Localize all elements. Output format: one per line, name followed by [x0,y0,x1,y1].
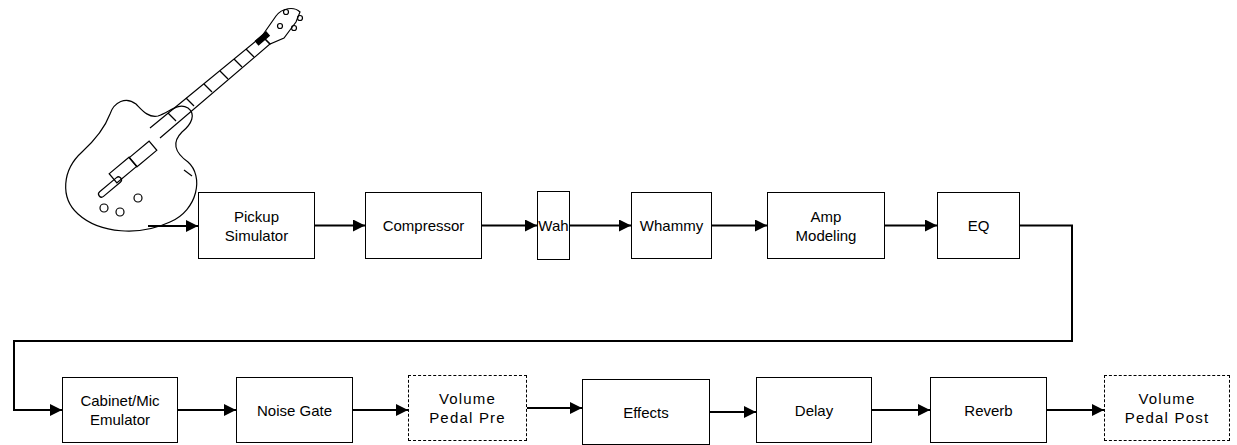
box-text-group: Reverb [964,401,1012,420]
box-label: Amp Modeling [782,207,870,245]
signal-arrow [178,409,236,411]
box-label: EQ [968,216,990,235]
pickup-switch [184,170,192,176]
signal-arrow [885,225,937,227]
process-box: Reverb [930,377,1047,443]
box-label: Cabinet/Mic Emulator [77,391,163,429]
neck-pickup [129,141,157,167]
fret [186,98,194,106]
signal-arrow [872,409,930,411]
box-text-group: Noise Gate [257,401,332,420]
process-box: Pickup Simulator [198,192,315,259]
box-label: Reverb [964,401,1012,420]
box-label: Delay [795,401,833,420]
fret [220,71,228,79]
signal-arrow [14,226,1072,411]
optional-box: Volume Pedal Post [1104,375,1230,441]
optional-box: Volume Pedal Pre [408,375,527,441]
guitar-bridge [97,176,122,199]
process-box: Wah [537,191,570,260]
box-text-group: Effects [623,403,669,422]
control-knob [116,208,124,216]
process-box: Compressor [365,192,482,259]
box-label: Noise Gate [257,401,332,420]
signal-arrow [315,225,365,227]
box-text-group: Pickup Simulator [213,207,300,245]
box-label: Pickup Simulator [213,207,300,245]
guitar-body [66,100,197,231]
signal-arrow [353,409,408,411]
bridge-pickup [109,157,137,183]
guitar-cable [148,225,198,227]
fret [246,49,254,57]
box-text-group: EQ [968,216,990,235]
box-text-group: Compressor [383,216,465,235]
box-label: Volume Pedal Post [1117,389,1217,427]
signal-arrow [527,407,582,409]
box-text-group: Volume Pedal Pre [421,389,514,427]
process-box: Whammy [631,192,712,259]
box-text-group: Volume Pedal Post [1117,389,1217,427]
control-knob [134,194,142,202]
signal-arrow [482,225,537,227]
fret [234,59,242,67]
fret [204,84,212,92]
box-text-group: Cabinet/Mic Emulator [77,391,163,429]
tuner [284,10,289,15]
signal-arrow [710,411,756,413]
tuner [298,16,303,21]
box-label: Effects [623,403,669,422]
signal-arrow [1047,409,1104,411]
process-box: Effects [582,379,710,445]
process-box: Delay [756,377,872,443]
guitar-neck [150,36,270,138]
box-text-group: Delay [795,401,833,420]
box-label: Volume Pedal Pre [421,389,514,427]
box-text-group: Amp Modeling [782,207,870,245]
box-label: Wah [538,216,568,235]
box-label: Compressor [383,216,465,235]
box-text-group: Wah [538,216,568,235]
process-box: Noise Gate [236,377,353,443]
tuner [292,26,297,31]
guitar-headstock [262,9,300,44]
process-box: Amp Modeling [767,192,885,259]
box-label: Whammy [640,216,703,235]
control-knob [100,204,108,212]
box-text-group: Whammy [640,216,703,235]
process-box: Cabinet/Mic Emulator [62,377,178,443]
tuner [278,24,283,29]
fret [168,113,176,121]
signal-arrow [712,225,767,227]
guitar-nut [255,32,269,45]
process-box: EQ [937,192,1020,259]
signal-arrow [570,225,631,227]
